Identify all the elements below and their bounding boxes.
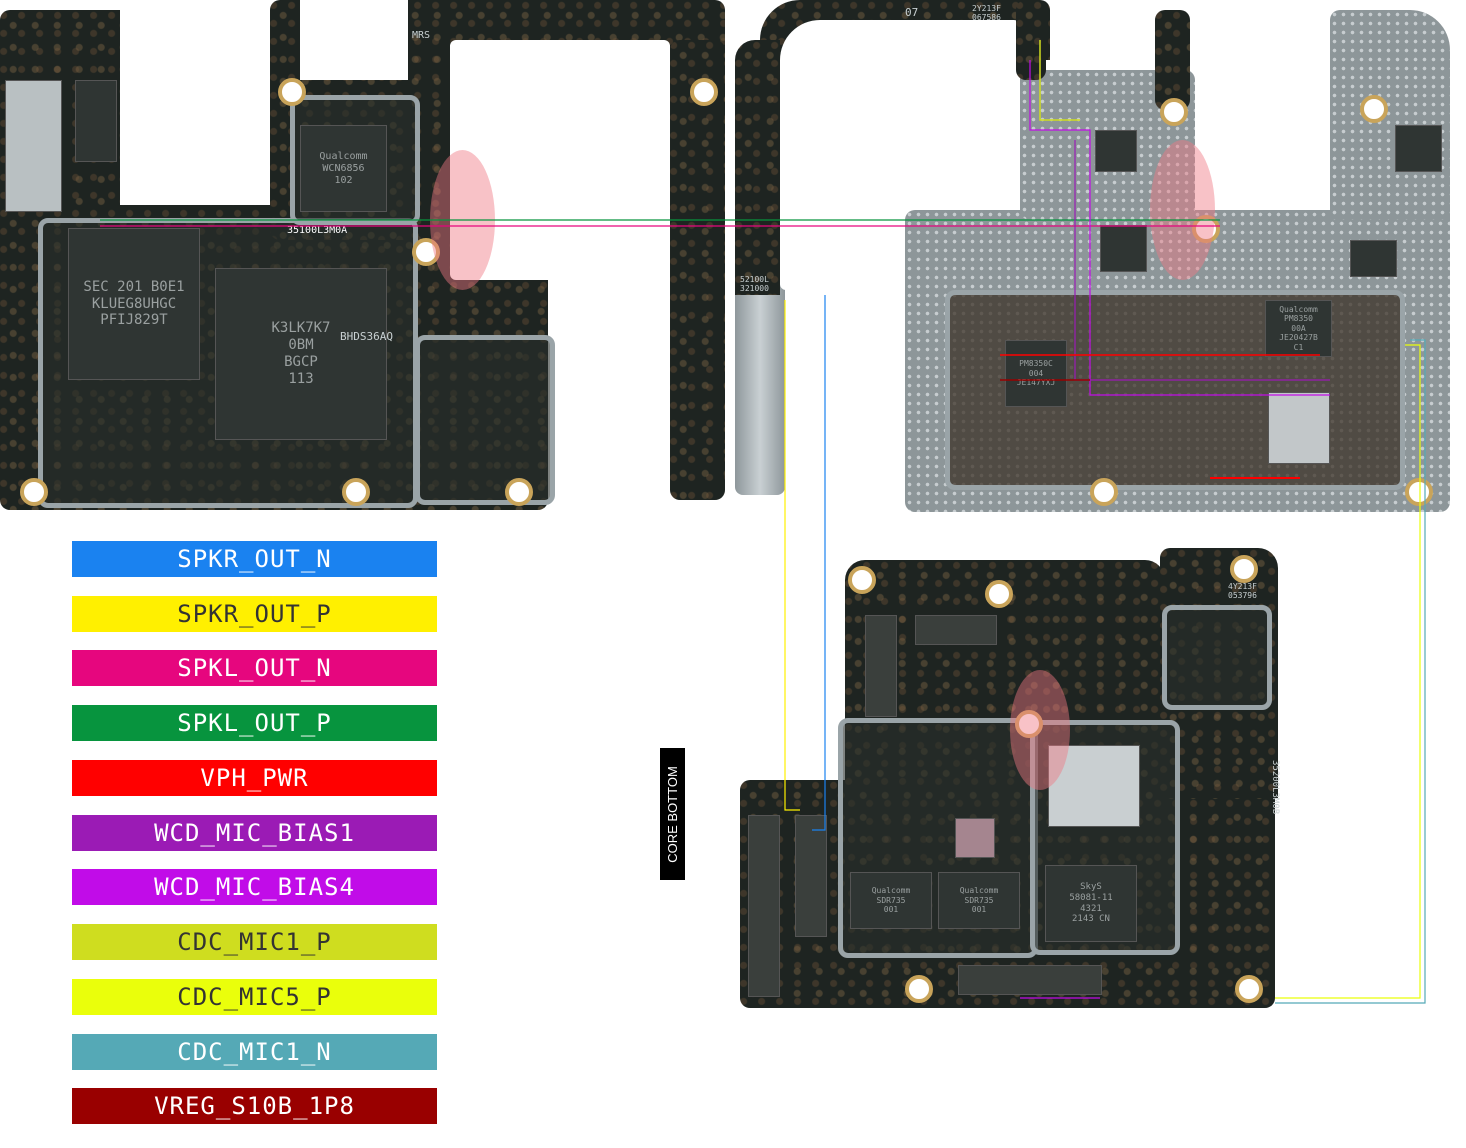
upper-left-side-shield [415, 335, 555, 505]
mount-hole [985, 580, 1013, 608]
legend-item: SPKR_OUT_N [72, 541, 437, 577]
trace-spkr-out-p [784, 300, 800, 811]
legend-item-label: WCD_MIC_BIAS1 [154, 819, 355, 847]
mount-hole [278, 78, 306, 106]
legend-item-label: CDC_MIC1_N [177, 1038, 332, 1066]
chip-sdr735-right: Qualcomm SDR735 001 [938, 872, 1020, 929]
silk-2y213f: 2Y213F 067586 [972, 4, 1001, 22]
chip-pm8350: Qualcomm PM8350 00A JE20427B C1 [1265, 300, 1332, 357]
trace-mic-bias4 [1029, 60, 1330, 396]
chip-sdr735-left: Qualcomm SDR735 001 [850, 872, 932, 929]
legend-item-label: WCD_MIC_BIAS4 [154, 873, 355, 901]
legend-item: VREG_S10B_1P8 [72, 1088, 437, 1124]
chip-ram: K3LK7K7 0BM BGCP 113 [215, 268, 387, 440]
core-bottom-text: CORE BOTTOM [665, 765, 681, 863]
mount-hole [1230, 555, 1258, 583]
legend-item-label: SPKL_OUT_P [177, 709, 332, 737]
mount-hole [505, 478, 533, 506]
legend-item: VPH_PWR [72, 760, 437, 796]
legend-item: SPKL_OUT_N [72, 650, 437, 686]
silk-4y213f: 4Y213F 053796 [1228, 582, 1257, 600]
chip-small-2 [1095, 130, 1137, 172]
legend-item: CDC_MIC1_N [72, 1034, 437, 1070]
chip-small-upper-left [75, 80, 117, 162]
legend-item: SPKR_OUT_P [72, 596, 437, 632]
trace-spkr-out-n [812, 295, 826, 831]
connector-fpc-left [748, 815, 780, 997]
silk-mrs: MRS [412, 30, 431, 41]
core-bottom-label: CORE BOTTOM [660, 748, 685, 880]
legend-item: CDC_MIC1_P [72, 924, 437, 960]
mount-hole [1235, 975, 1263, 1003]
upper-right-board-right-column [1330, 10, 1450, 220]
chip-small-4 [1350, 240, 1397, 277]
mount-hole [412, 238, 440, 266]
silk-07: 07 [905, 6, 919, 19]
legend-item: CDC_MIC5_P [72, 979, 437, 1015]
watermark-logo [1150, 140, 1215, 280]
frame-cutout-lower [548, 280, 670, 510]
legend-item: WCD_MIC_BIAS1 [72, 815, 437, 851]
legend-item-label: CDC_MIC1_P [177, 928, 332, 956]
legend-item-label: VPH_PWR [200, 764, 309, 792]
mount-hole [848, 566, 876, 594]
legend-item-label: SPKL_OUT_N [177, 654, 332, 682]
silk-35100: 35100L3M0A [287, 225, 348, 236]
trace-mic5-p [1275, 344, 1421, 999]
silk-52100: 52100L 321000 [740, 275, 769, 293]
mount-hole [1405, 478, 1433, 506]
connector-fpc-bottom [958, 965, 1102, 995]
legend-item-label: VREG_S10B_1P8 [154, 1092, 355, 1120]
trace-mic1-p [1039, 40, 1080, 121]
chip-qualcomm-wcn: Qualcomm WCN6856 102 [300, 125, 387, 212]
trace-mic1-n [1275, 339, 1426, 1004]
connector-fpc-upper [865, 615, 897, 717]
chip-small-1 [1100, 225, 1147, 272]
silk-35200: 35200L3M0B [1270, 760, 1280, 815]
frame-cutout-left [120, 0, 270, 205]
legend-item: SPKL_OUT_P [72, 705, 437, 741]
legend-item-label: SPKR_OUT_P [177, 600, 332, 628]
chip-skys: SkyS 58081-11 4321 2143 CN [1045, 865, 1137, 942]
upper-right-connector-tab [1155, 10, 1190, 110]
chip-rf-small [955, 818, 995, 858]
upper-right-frame-left [735, 40, 780, 295]
connector-fpc-top [915, 615, 997, 645]
mount-hole [690, 78, 718, 106]
chip-pm8350c: PM8350C 004 JE147YXJ [1005, 340, 1067, 407]
legend-item: WCD_MIC_BIAS4 [72, 869, 437, 905]
mount-hole [342, 478, 370, 506]
upper-right-stem [1016, 0, 1046, 80]
trace-mic-bias1 [1074, 140, 1330, 381]
mount-hole [1360, 95, 1388, 123]
chip-bga-upper-right [1268, 392, 1330, 464]
chip-small-3 [1395, 125, 1442, 172]
watermark-logo [1010, 670, 1070, 790]
mount-hole [1090, 478, 1118, 506]
legend-item-label: SPKR_OUT_N [177, 545, 332, 573]
frame-cutout-mid [300, 0, 408, 80]
chip-flash: SEC 201 B0E1 KLUEG8UHGC PFIJ829T [68, 228, 200, 380]
chip-ram-side-text: BHDS36AQ [340, 330, 393, 343]
chip-camera-module [5, 80, 62, 212]
mount-hole [905, 975, 933, 1003]
connector-fpc-mid [795, 815, 827, 937]
frame-cutout [450, 40, 670, 280]
legend-item-label: CDC_MIC5_P [177, 983, 332, 1011]
chip-shield-can [1048, 745, 1140, 827]
mount-hole [1160, 98, 1188, 126]
mount-hole [20, 478, 48, 506]
lower-upper-right-shield [1162, 605, 1272, 710]
mount-hole [1015, 710, 1043, 738]
upper-left-board-right-arm [670, 40, 725, 500]
